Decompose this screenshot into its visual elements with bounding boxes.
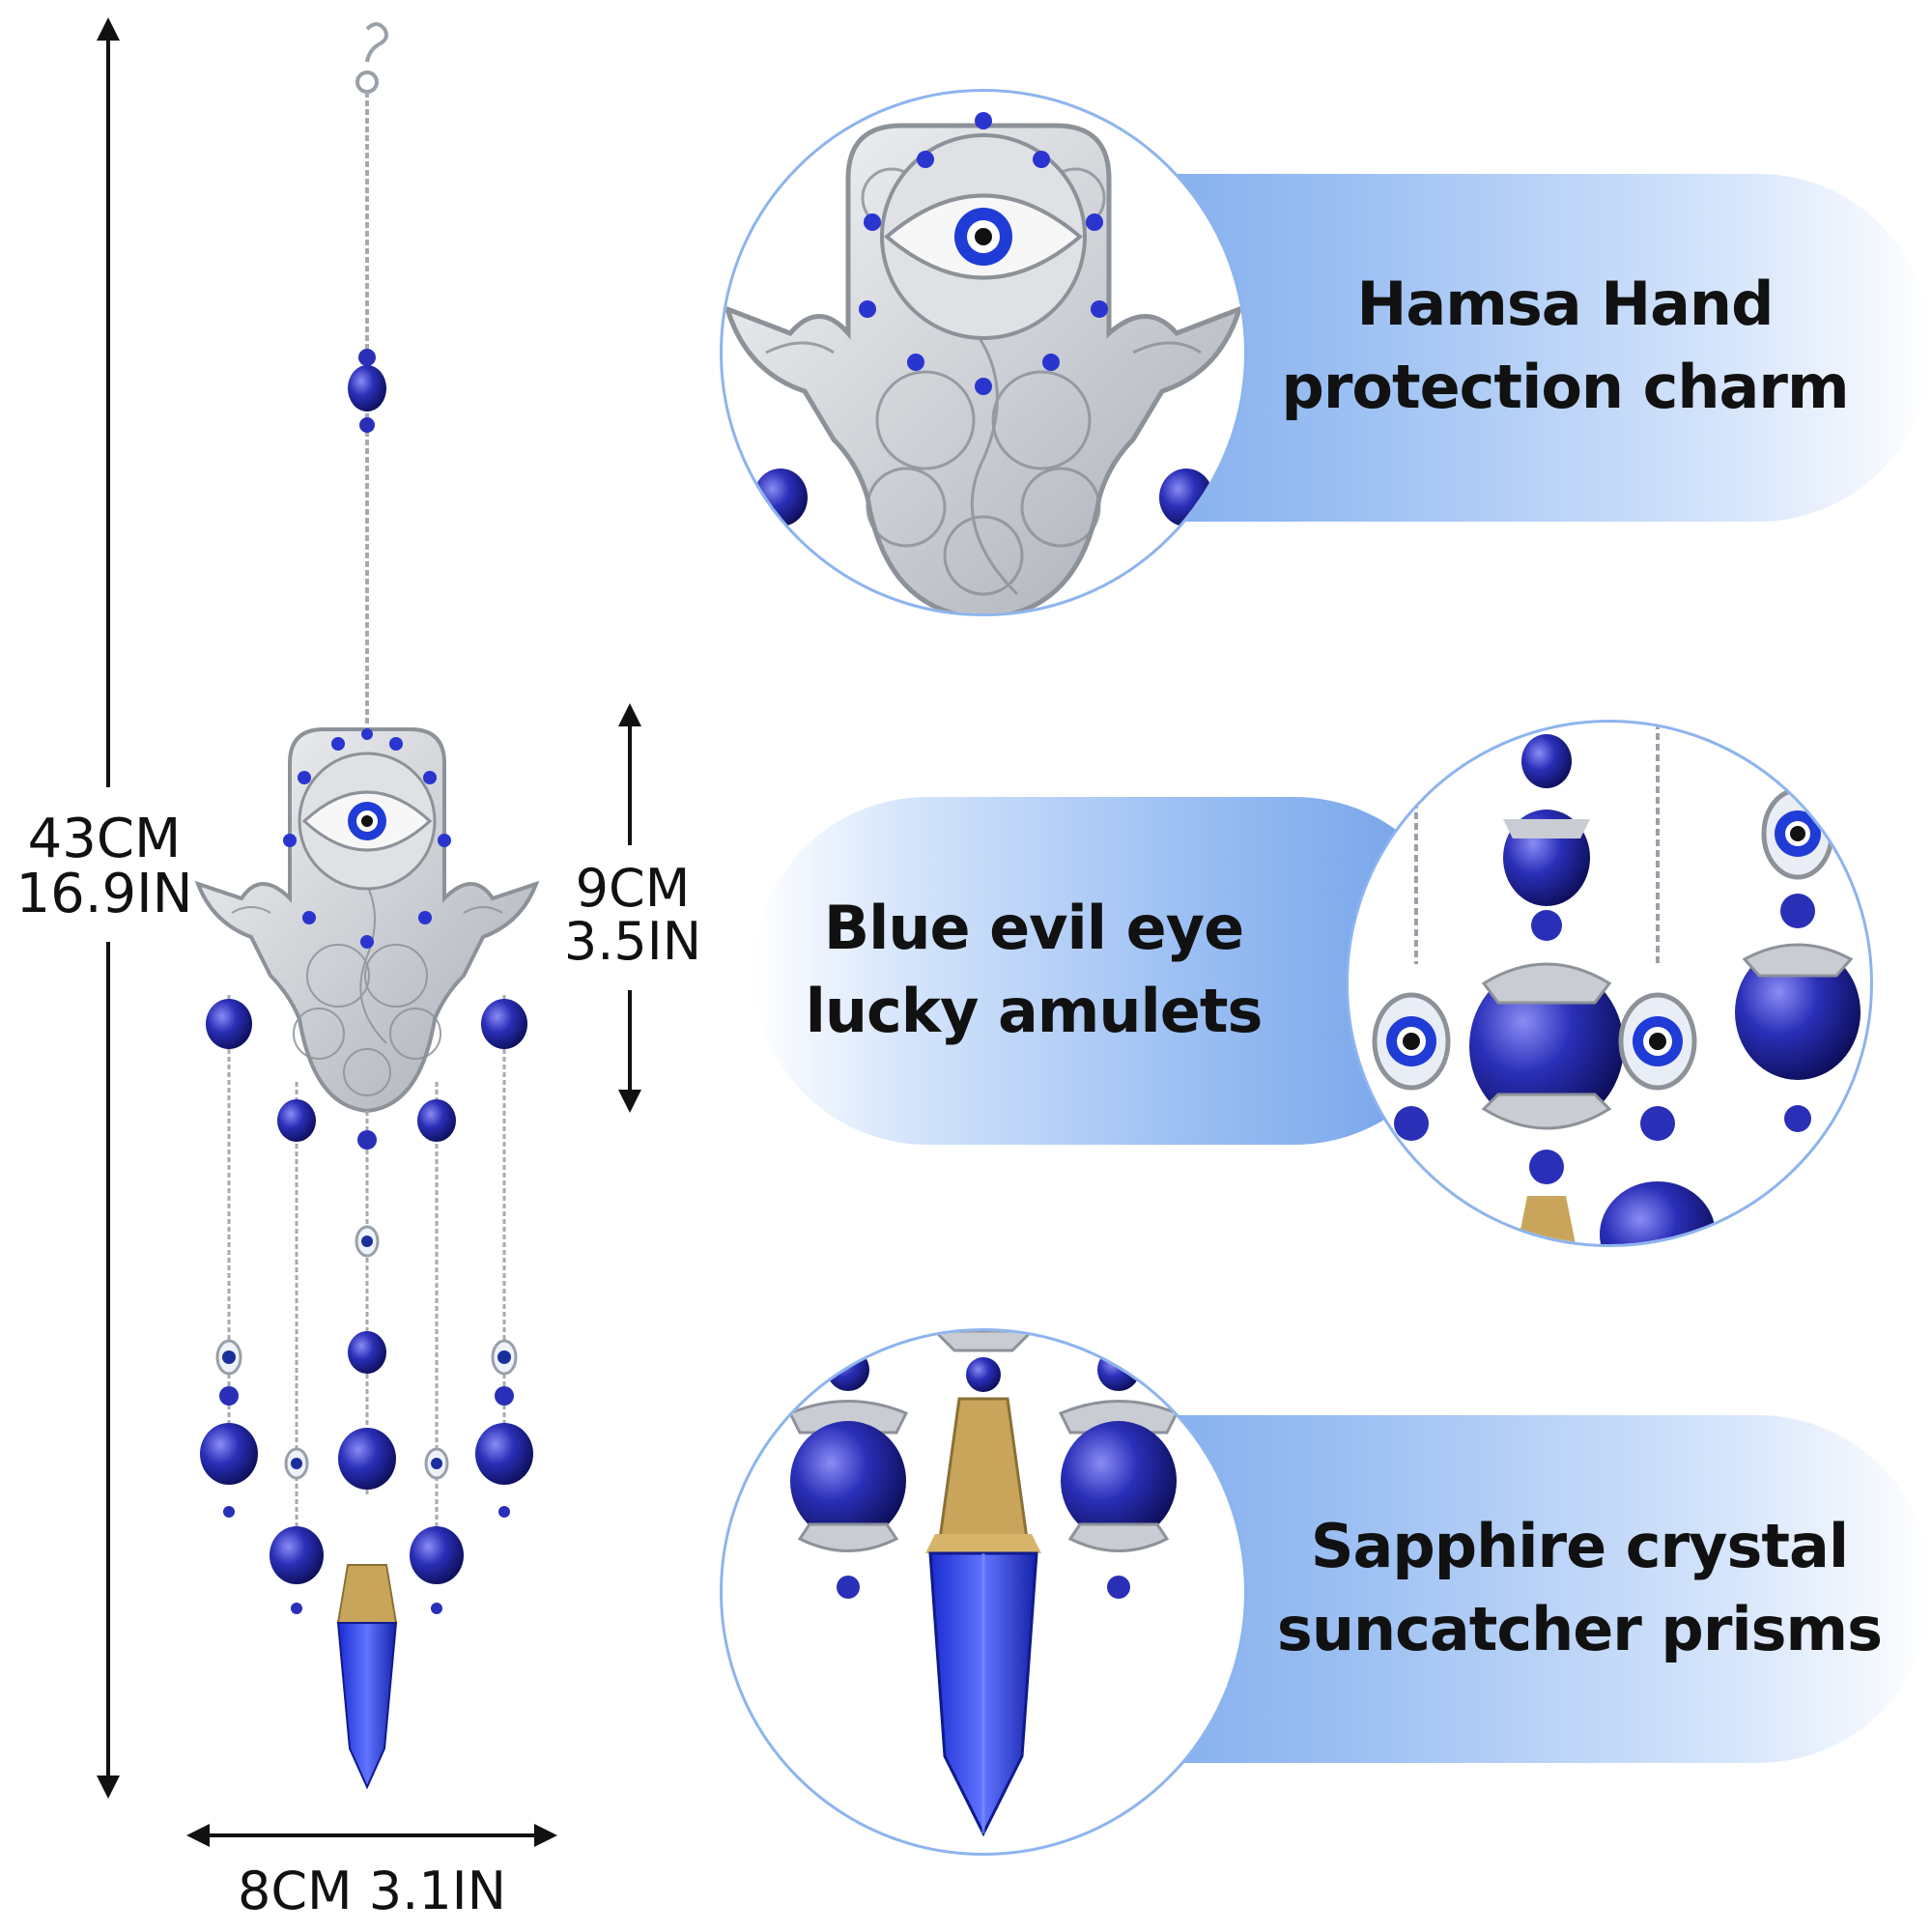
hamsa-suncatcher-image	[194, 22, 540, 1790]
total-length-label: 43CM 16.9IN	[15, 808, 193, 926]
feature-label-hamsa: Hamsa Hand protection charm	[1281, 269, 1849, 422]
feature-label-prisms: Sapphire crystal suncatcher prisms	[1276, 1511, 1883, 1664]
prism-closeup-image	[720, 1328, 1247, 1856]
hamsa-closeup-image	[720, 89, 1247, 616]
feature-label-evil-eye: Blue evil eye lucky amulets	[805, 893, 1264, 1046]
hand-height-label: 9CM 3.5IN	[563, 858, 702, 973]
width-label: 8CM 3.1IN	[237, 1861, 506, 1921]
evil-eye-closeup-image	[1346, 720, 1873, 1247]
